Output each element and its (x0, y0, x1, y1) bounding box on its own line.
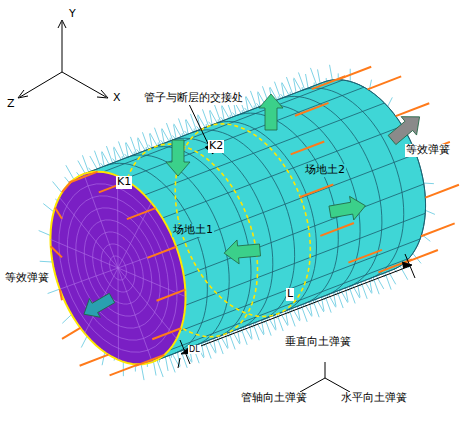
text-label: L (286, 288, 294, 301)
text-label: K1 (116, 176, 132, 189)
axis-label: Z (6, 98, 16, 111)
pipe-cylinder (39, 65, 459, 380)
text-label: 水平向土弹簧 (340, 392, 408, 405)
text-label: 等效弹簧 (405, 144, 451, 157)
text-label: DL (188, 345, 201, 354)
axis-label: Y (68, 8, 77, 21)
axis-triad (18, 20, 108, 98)
text-label: 管子与断层的交接处 (143, 92, 244, 105)
text-label: 垂直向土弹簧 (284, 336, 352, 349)
text-label: 管轴向土弹簧 (240, 392, 308, 405)
text-label: 场地土1 (172, 224, 214, 237)
annotation-lines (178, 102, 415, 392)
text-label: 场地土2 (304, 164, 346, 177)
text-label: 等效弹簧 (4, 272, 50, 285)
axis-label: X (112, 92, 122, 105)
text-label: K2 (208, 140, 224, 153)
